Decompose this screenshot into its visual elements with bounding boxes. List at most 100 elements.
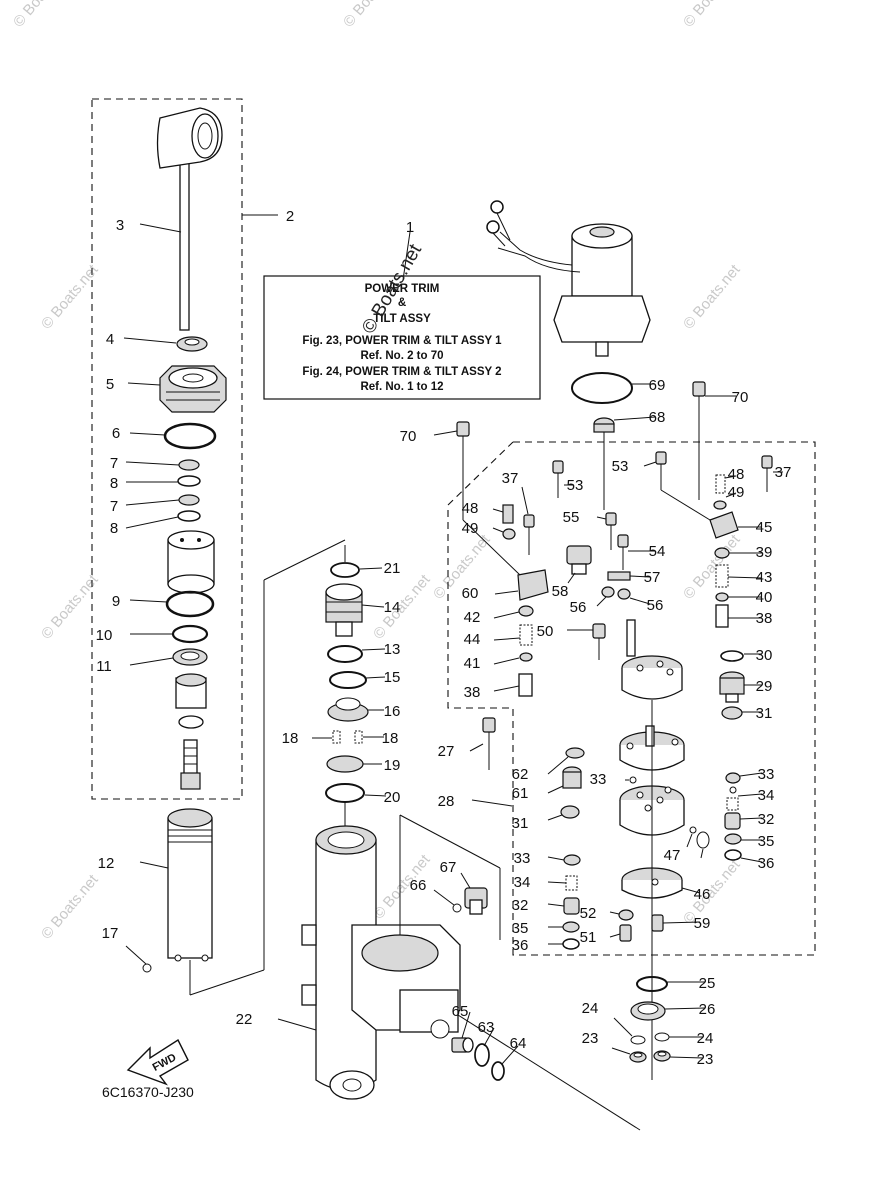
part-31-seal-b xyxy=(560,805,580,819)
part-29-valve xyxy=(719,671,745,703)
part-6-o-ring xyxy=(163,422,217,450)
part-41-washer xyxy=(519,652,533,662)
part-8-o-ring-b xyxy=(177,510,201,522)
part-56-check-b xyxy=(617,588,631,600)
callout-ref-23: 23 xyxy=(582,1030,599,1047)
callout-ref-31: 31 xyxy=(756,705,773,722)
callout-ref-34: 34 xyxy=(514,874,531,891)
piston-body xyxy=(167,530,215,594)
callout-ref-2: 2 xyxy=(286,208,294,225)
part-11-seal xyxy=(172,648,208,666)
callout-ref-21: 21 xyxy=(384,560,401,577)
part-32-valve-seat-b xyxy=(563,897,580,915)
callout-ref-56: 56 xyxy=(570,599,587,616)
part-70-bolt-left xyxy=(456,421,470,470)
part-18-springs xyxy=(332,730,363,744)
callout-ref-8: 8 xyxy=(110,520,118,537)
callout-ref-55: 55 xyxy=(563,509,580,526)
callout-ref-32: 32 xyxy=(512,897,529,914)
callout-ref-43: 43 xyxy=(756,569,773,586)
note-line-5: Ref. No. 2 to 70 xyxy=(360,350,443,362)
part-37-bolt-b xyxy=(761,455,773,492)
note-line-3: TILT ASSY xyxy=(373,313,431,325)
fwd-arrow-icon: FWD xyxy=(126,1038,189,1086)
part-53-bolt-b xyxy=(655,451,667,490)
part-15-ring xyxy=(329,671,367,689)
part-25-o-ring xyxy=(636,976,668,992)
part-61-valve xyxy=(562,766,582,789)
callout-ref-30: 30 xyxy=(756,647,773,664)
assembly-2-boundary xyxy=(91,98,243,800)
part-22-cylinder-body xyxy=(301,825,461,1100)
part-51-bolt xyxy=(619,924,632,942)
part-3-tilt-rod xyxy=(156,107,223,331)
part-65-fitting xyxy=(451,1037,474,1053)
watermark-text: © Boats.net xyxy=(340,0,404,31)
callout-ref-33: 33 xyxy=(758,766,775,783)
part-13-snap-ring xyxy=(327,645,363,663)
callout-ref-44: 44 xyxy=(464,631,481,648)
callout-ref-32: 32 xyxy=(758,811,775,828)
callout-ref-11: 11 xyxy=(96,658,112,675)
part-42-washer xyxy=(518,605,534,617)
callout-ref-41: 41 xyxy=(464,655,481,672)
callout-ref-68: 68 xyxy=(649,409,666,426)
part-33-washer-d xyxy=(563,854,581,866)
watermark-text: © Boats.net xyxy=(680,856,744,928)
part-38-plunger-b xyxy=(715,604,729,628)
callout-ref-54: 54 xyxy=(649,543,666,560)
part-62-washer xyxy=(565,747,585,759)
callout-ref-14: 14 xyxy=(384,599,401,616)
part-38-plunger xyxy=(518,673,533,697)
piston-stack xyxy=(175,673,207,790)
callout-ref-5: 5 xyxy=(106,376,114,393)
callout-ref-69: 69 xyxy=(649,377,666,394)
callout-ref-33: 33 xyxy=(514,850,531,867)
callout-ref-19: 19 xyxy=(384,757,401,774)
note-line-1: POWER TRIM xyxy=(365,283,440,295)
part-36-o-ring-b xyxy=(562,938,580,950)
part-49-nut xyxy=(502,528,516,540)
part-4-washer xyxy=(176,336,208,352)
callout-ref-27: 27 xyxy=(438,743,455,760)
callout-ref-28: 28 xyxy=(438,793,455,810)
part-70-bolt-right xyxy=(692,381,706,442)
callout-ref-60: 60 xyxy=(462,585,479,602)
part-26-collar xyxy=(630,1001,666,1021)
callout-ref-12: 12 xyxy=(98,855,115,872)
callout-ref-47: 47 xyxy=(664,847,681,864)
callout-ref-37: 37 xyxy=(775,464,792,481)
callout-ref-56: 56 xyxy=(647,597,664,614)
part-31-seal xyxy=(721,706,743,720)
part-64-circlip xyxy=(491,1061,505,1081)
callout-ref-22: 22 xyxy=(236,1011,253,1028)
diagram-code: 6C16370-J230 xyxy=(102,1084,194,1100)
watermark-text: © Boats.net xyxy=(680,0,744,31)
part-63-o-ring xyxy=(474,1043,490,1067)
callout-ref-6: 6 xyxy=(112,425,120,442)
callout-ref-61: 61 xyxy=(512,785,529,802)
callout-ref-36: 36 xyxy=(758,855,775,872)
part-55-bolt xyxy=(605,512,617,550)
callout-ref-37: 37 xyxy=(502,470,519,487)
part-35-washer xyxy=(724,833,742,845)
callout-ref-29: 29 xyxy=(756,678,773,695)
part-5-cap xyxy=(159,365,227,413)
part-40-washer xyxy=(715,592,729,602)
callout-ref-24: 24 xyxy=(697,1030,714,1047)
watermark-text: © Boats.net xyxy=(38,871,102,943)
part-32-valve-seat xyxy=(724,812,741,830)
part-57-pin xyxy=(607,571,631,581)
callout-ref-53: 53 xyxy=(567,477,584,494)
part-34-spring-b xyxy=(565,875,578,891)
part-24-washer-right xyxy=(654,1032,670,1042)
callout-ref-24: 24 xyxy=(582,1000,599,1017)
callout-ref-8: 8 xyxy=(110,475,118,492)
callout-ref-16: 16 xyxy=(384,703,401,720)
part-53-bolt-a xyxy=(552,460,564,498)
callout-ref-49: 49 xyxy=(462,520,479,537)
part-60-bracket xyxy=(517,569,549,601)
callout-ref-10: 10 xyxy=(96,627,113,644)
part-43-spring xyxy=(715,564,729,588)
